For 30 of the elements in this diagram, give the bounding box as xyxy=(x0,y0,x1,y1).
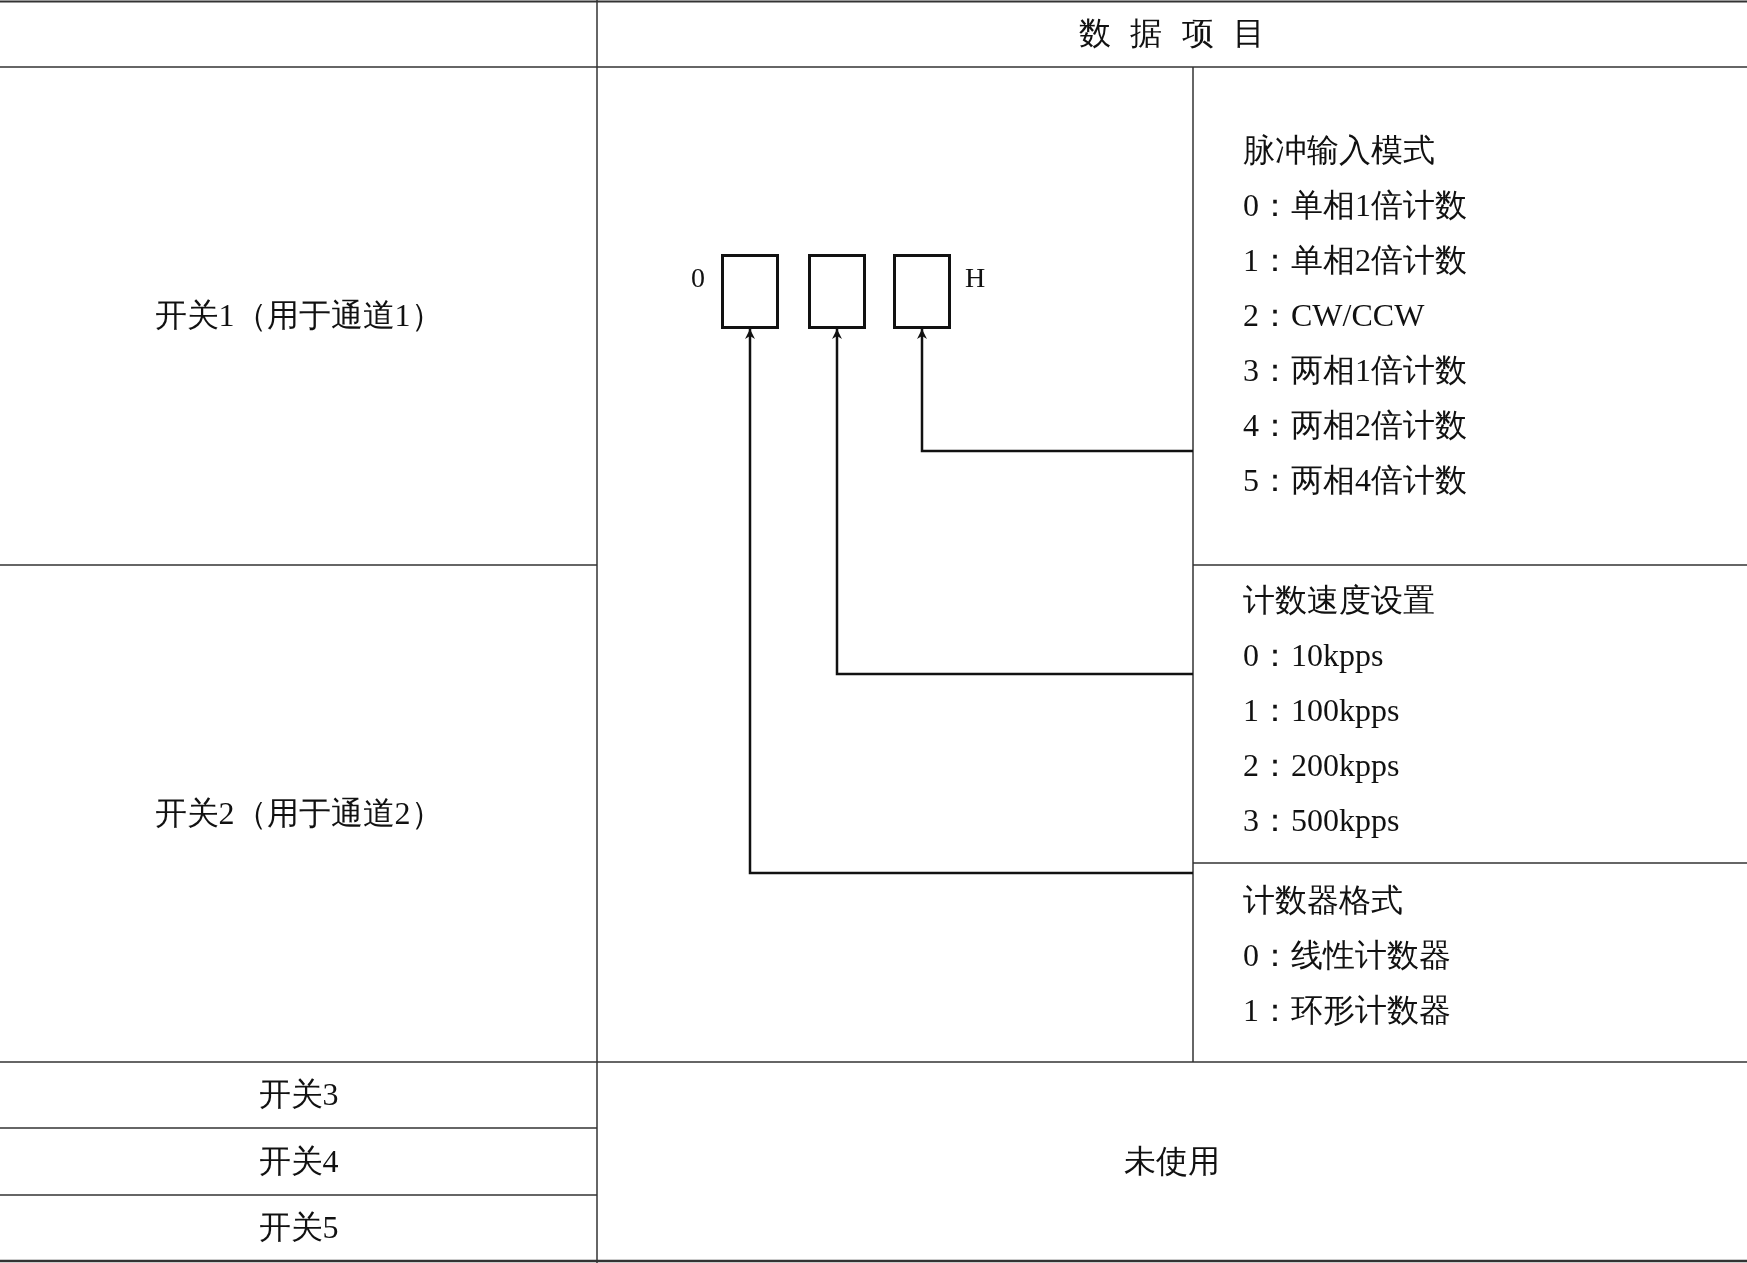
option-heading: 脉冲输入模式 xyxy=(1243,131,1435,170)
option-item: 3：500kpps xyxy=(1243,801,1400,840)
digit-box xyxy=(721,254,779,329)
digit-box xyxy=(808,254,866,329)
option-heading: 计数速度设置 xyxy=(1243,581,1435,620)
row-label: 开关4 xyxy=(258,1141,339,1181)
row-label: 开关5 xyxy=(258,1208,339,1247)
row-label: 开关3 xyxy=(258,1075,339,1114)
digit-label: H xyxy=(965,262,986,294)
row-label: 开关2（用于通道2） xyxy=(154,793,443,833)
option-item: 1：100kpps xyxy=(1243,691,1400,730)
option-item: 3：两相1倍计数 xyxy=(1243,351,1467,390)
row-label: 开关1（用于通道1） xyxy=(154,296,443,335)
option-item: 0：单相1倍计数 xyxy=(1243,186,1467,225)
arrow xyxy=(917,329,1193,453)
option-item: 5：两相4倍计数 xyxy=(1243,461,1467,500)
option-item: 0：10kpps xyxy=(1243,636,1384,675)
option-item: 1：单相2倍计数 xyxy=(1243,241,1467,280)
option-heading: 计数器格式 xyxy=(1243,881,1403,920)
option-item: 0：线性计数器 xyxy=(1243,936,1451,975)
option-item: 2：CW/CCW xyxy=(1243,296,1425,335)
option-item: 1：环形计数器 xyxy=(1243,991,1451,1030)
option-item: 2：200kpps xyxy=(1243,746,1400,785)
arrow xyxy=(745,329,1193,875)
digit-label: 0 xyxy=(691,262,705,294)
header-cell-text: 数据项目 xyxy=(1079,13,1284,53)
option-item: 4：两相2倍计数 xyxy=(1243,406,1467,445)
digit-box xyxy=(893,254,951,329)
arrow xyxy=(832,329,1193,676)
cell-text: 未使用 xyxy=(1124,1141,1220,1181)
